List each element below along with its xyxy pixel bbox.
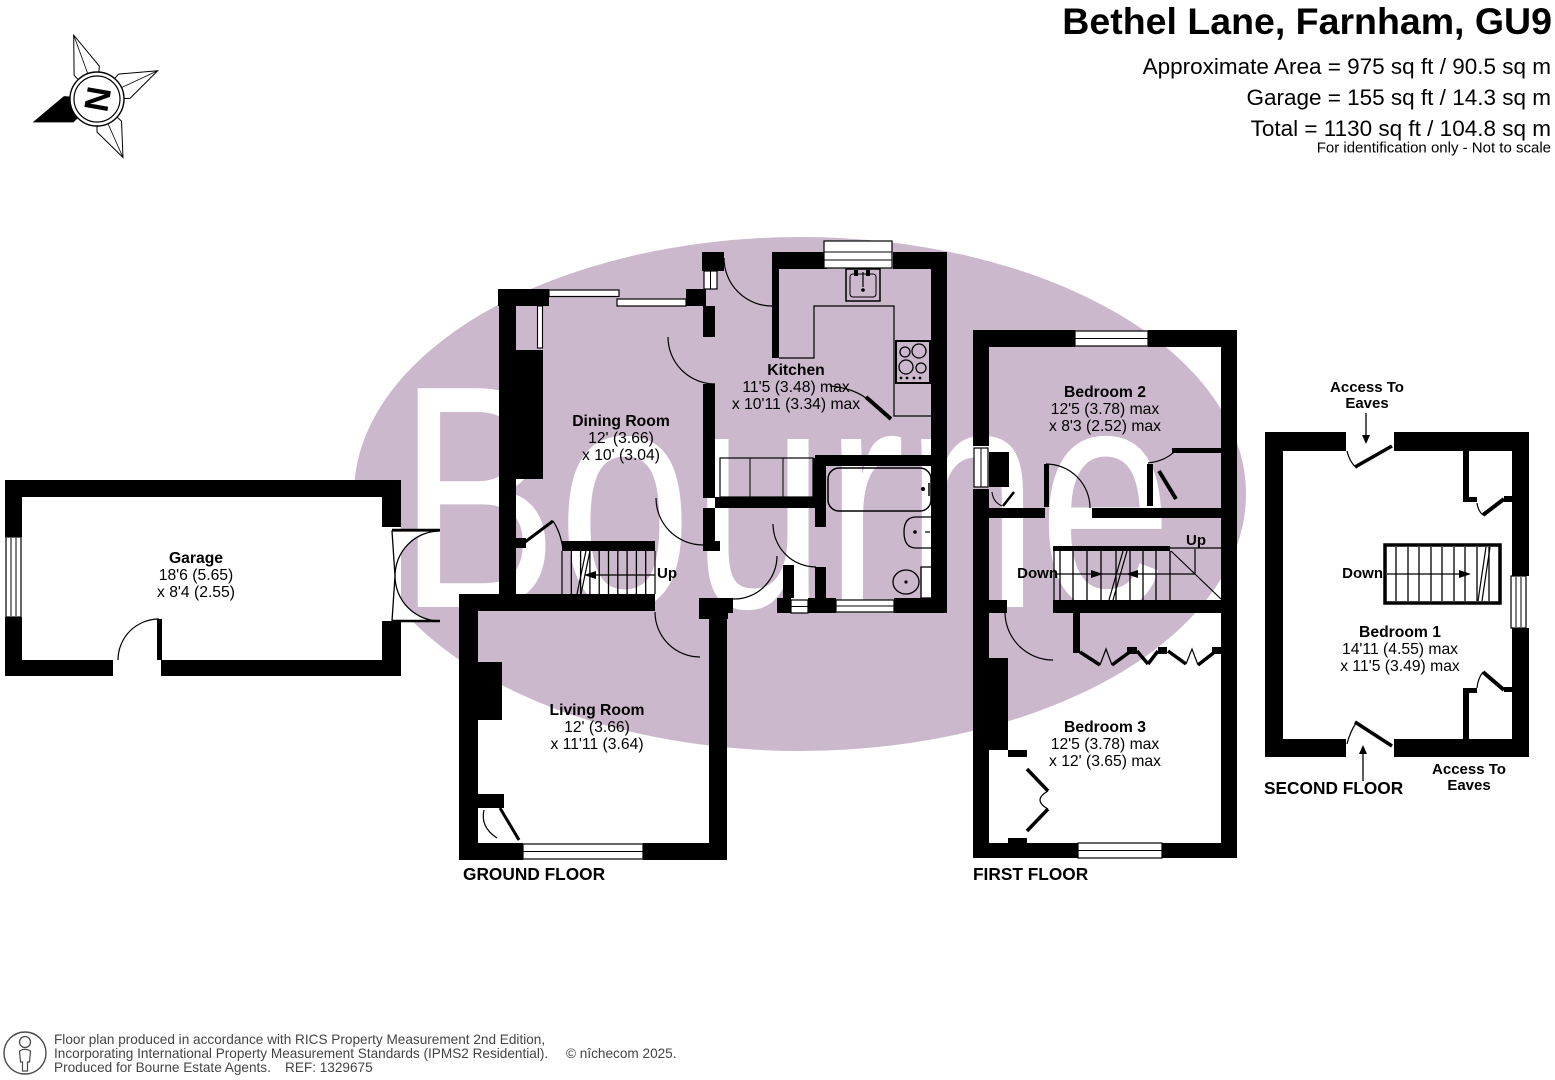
svg-text:Down: Down	[1342, 565, 1383, 582]
svg-text:SECOND FLOOR: SECOND FLOOR	[1264, 778, 1404, 798]
svg-text:Dining Room: Dining Room	[572, 413, 670, 430]
svg-text:FIRST FLOOR: FIRST FLOOR	[973, 864, 1089, 884]
svg-text:x 12' (3.65) max: x 12' (3.65) max	[1049, 753, 1161, 770]
svg-text:Up: Up	[1186, 532, 1206, 549]
svg-text:GROUND FLOOR: GROUND FLOOR	[463, 864, 606, 884]
svg-text:For identification only - Not: For identification only - Not to scale	[1317, 140, 1551, 157]
svg-text:Incorporating International Pr: Incorporating International Property Mea…	[54, 1046, 548, 1061]
svg-text:x 8'3 (2.52) max: x 8'3 (2.52) max	[1049, 418, 1161, 435]
svg-text:12'5 (3.78) max: 12'5 (3.78) max	[1051, 401, 1160, 418]
svg-text:11'5 (3.48) max: 11'5 (3.48) max	[742, 379, 849, 396]
svg-text:Up: Up	[657, 565, 677, 582]
svg-text:18'6 (5.65): 18'6 (5.65)	[159, 567, 234, 584]
svg-text:12'5 (3.78) max: 12'5 (3.78) max	[1051, 736, 1160, 753]
svg-text:Bedroom 2: Bedroom 2	[1064, 384, 1146, 401]
svg-text:Garage = 155 sq ft / 14.3 sq m: Garage = 155 sq ft / 14.3 sq m	[1246, 85, 1551, 110]
svg-text:Bedroom 3: Bedroom 3	[1064, 719, 1146, 736]
svg-text:Living Room: Living Room	[550, 702, 645, 719]
svg-text:Produced for Bourne Estate Age: Produced for Bourne Estate Agents.	[54, 1060, 271, 1075]
svg-text:14'11 (4.55) max: 14'11 (4.55) max	[1342, 641, 1458, 658]
svg-text:REF: 1329675: REF: 1329675	[285, 1060, 373, 1075]
svg-text:Floor plan produced in accorda: Floor plan produced in accordance with R…	[54, 1032, 545, 1047]
svg-text:Total = 1130 sq ft / 104.8 sq: Total = 1130 sq ft / 104.8 sq m	[1251, 116, 1551, 141]
svg-text:Kitchen: Kitchen	[767, 362, 825, 379]
svg-text:© nîchecom 2025.: © nîchecom 2025.	[566, 1046, 677, 1061]
svg-text:Down: Down	[1017, 565, 1058, 582]
svg-text:Access To: Access To	[1432, 761, 1506, 778]
svg-text:Eaves: Eaves	[1345, 395, 1388, 412]
svg-text:x 10' (3.04): x 10' (3.04)	[582, 447, 660, 464]
svg-text:Bethel Lane, Farnham, GU9: Bethel Lane, Farnham, GU9	[1062, 0, 1552, 42]
svg-text:Garage: Garage	[169, 550, 223, 567]
svg-text:Eaves: Eaves	[1447, 777, 1490, 794]
svg-text:Bedroom 1: Bedroom 1	[1359, 624, 1441, 641]
svg-text:Access To: Access To	[1330, 379, 1404, 396]
svg-text:x 10'11 (3.34) max: x 10'11 (3.34) max	[732, 396, 860, 413]
svg-text:Approximate Area = 975 sq ft /: Approximate Area = 975 sq ft / 90.5 sq m	[1143, 54, 1551, 79]
svg-text:12' (3.66): 12' (3.66)	[588, 430, 654, 447]
svg-text:x 11'11 (3.64): x 11'11 (3.64)	[550, 736, 643, 753]
svg-text:x 11'5 (3.49) max: x 11'5 (3.49) max	[1340, 658, 1460, 675]
svg-text:x 8'4 (2.55): x 8'4 (2.55)	[157, 584, 235, 601]
svg-text:12' (3.66): 12' (3.66)	[564, 719, 630, 736]
